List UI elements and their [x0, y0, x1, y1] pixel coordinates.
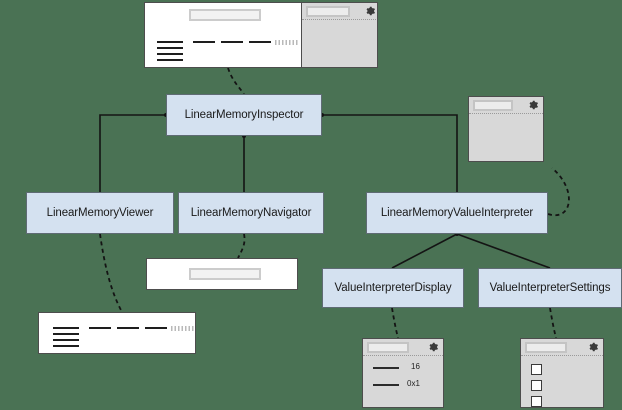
panel-field[interactable]: [306, 5, 350, 17]
leader-settings: [549, 307, 557, 339]
address-line: [53, 327, 79, 329]
node-label: ValueInterpreterSettings: [489, 282, 611, 294]
panel-field[interactable]: [367, 341, 409, 353]
gear-icon[interactable]: [588, 342, 599, 353]
ascii-column: [275, 40, 299, 45]
leader-navigator: [237, 233, 246, 259]
screenshot-viewer-pane: [145, 3, 301, 67]
ascii-column: [171, 326, 195, 331]
hex-byte-group: [221, 41, 243, 43]
node-linear-memory-viewer[interactable]: LinearMemoryViewer: [26, 192, 174, 234]
edge-valueinterpreter-settings: [456, 233, 551, 269]
panel-titlebar: [469, 97, 543, 114]
screenshot-interpreter-pane: [301, 3, 377, 67]
value-row-value: 16: [411, 362, 420, 371]
leader-interpreter-panel: [547, 167, 570, 217]
node-linear-memory-inspector[interactable]: LinearMemoryInspector: [166, 94, 322, 136]
edge-inspector-viewer: [99, 114, 166, 192]
leader-inspector: [227, 67, 245, 95]
hex-byte-group: [249, 41, 271, 43]
node-linear-memory-navigator[interactable]: LinearMemoryNavigator: [178, 192, 324, 234]
address-input-mock[interactable]: [189, 9, 261, 21]
settings-checkbox[interactable]: [531, 396, 542, 407]
panel-field[interactable]: [525, 341, 567, 353]
gear-icon[interactable]: [528, 100, 539, 111]
node-value-interpreter-display[interactable]: ValueInterpreterDisplay: [322, 268, 464, 308]
navigator-address-input-mock[interactable]: [189, 268, 261, 280]
panel-titlebar: [302, 3, 377, 20]
gear-icon[interactable]: [428, 342, 439, 353]
hex-byte-group: [89, 327, 111, 329]
hex-byte-group: [117, 327, 139, 329]
node-label: LinearMemoryValueInterpreter: [380, 207, 534, 219]
address-line: [53, 345, 79, 347]
address-line: [157, 47, 183, 49]
address-line: [53, 333, 79, 335]
address-line: [157, 53, 183, 55]
node-label: LinearMemoryViewer: [46, 207, 154, 219]
value-interpreter-settings-screenshot: [520, 338, 604, 408]
node-linear-memory-value-interpreter[interactable]: LinearMemoryValueInterpreter: [366, 192, 548, 234]
value-row-label: [373, 367, 399, 369]
linear-memory-viewer-screenshot: [38, 312, 196, 354]
linear-memory-inspector-screenshot: [144, 2, 378, 68]
value-interpreter-display-screenshot: 16 0x1: [362, 338, 444, 408]
node-label: LinearMemoryNavigator: [190, 207, 312, 219]
value-row-value: 0x1: [407, 379, 420, 388]
edge-inspector-valueinterpreter: [322, 114, 458, 192]
leader-display: [391, 307, 399, 339]
address-line: [157, 59, 183, 61]
leader-viewer: [99, 233, 123, 313]
linear-memory-navigator-screenshot: [146, 258, 298, 290]
node-label: LinearMemoryInspector: [184, 109, 304, 121]
panel-titlebar: [363, 339, 443, 356]
settings-checkbox[interactable]: [531, 364, 542, 375]
panel-field[interactable]: [473, 99, 513, 111]
hex-byte-group: [193, 41, 215, 43]
edge-valueinterpreter-display: [391, 233, 458, 269]
node-label: ValueInterpreterDisplay: [334, 282, 452, 294]
address-line: [53, 339, 79, 341]
panel-titlebar: [521, 339, 603, 356]
node-value-interpreter-settings[interactable]: ValueInterpreterSettings: [478, 268, 622, 308]
address-line: [157, 41, 183, 43]
gear-icon[interactable]: [365, 6, 376, 17]
linear-memory-value-interpreter-panel-screenshot: [468, 96, 544, 162]
hex-byte-group: [145, 327, 167, 329]
settings-checkbox[interactable]: [531, 380, 542, 391]
value-row-label: [373, 384, 399, 386]
